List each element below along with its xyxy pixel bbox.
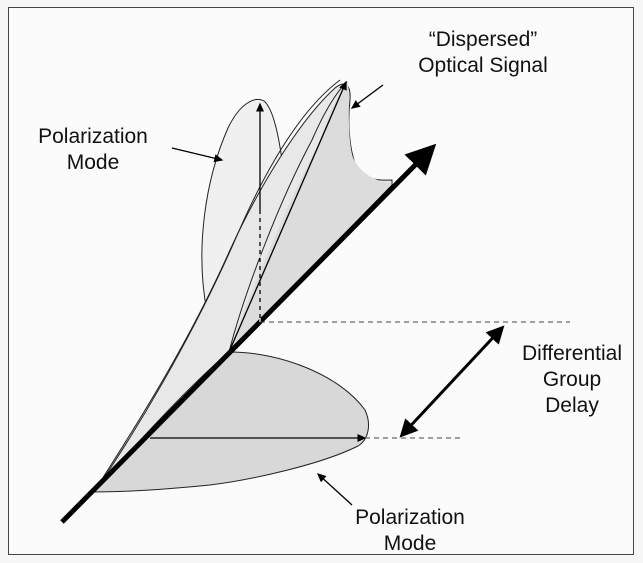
dispersed-signal-callout (350, 84, 384, 109)
differential-group-delay-label: Differential Group Delay (505, 341, 639, 419)
differential-group-delay-line1: Differential (522, 342, 622, 365)
bottom-polarization-callout (316, 473, 353, 506)
dispersed-signal-label-line1: “Dispersed” (428, 28, 538, 51)
differential-group-delay-line3: Delay (545, 394, 599, 417)
dispersed-signal-shade (229, 82, 392, 352)
dispersed-signal-outline (95, 79, 341, 491)
polarization-mode-top-label: Polarization Mode (18, 124, 168, 176)
polarization-mode-bottom-label: Polarization Mode (335, 505, 485, 557)
propagation-axis (60, 143, 437, 524)
polarization-mode-top-line1: Polarization (38, 125, 148, 148)
differential-group-delay-arrow (399, 325, 505, 438)
signal-peak-arrow (228, 80, 347, 353)
differential-group-delay-line2: Group (542, 368, 602, 391)
dispersed-signal-label-line2: Optical Signal (418, 54, 548, 77)
top-polarization-callout (171, 147, 224, 163)
dispersed-signal-inner-line (228, 81, 348, 353)
dispersed-signal-label: “Dispersed” Optical Signal (378, 27, 588, 79)
polarization-mode-top-line2: Mode (66, 151, 120, 174)
horizontal-mode-lobe (90, 351, 369, 493)
polarization-mode-bottom-line1: Polarization (355, 506, 465, 529)
polarization-mode-bottom-line2: Mode (383, 532, 437, 555)
